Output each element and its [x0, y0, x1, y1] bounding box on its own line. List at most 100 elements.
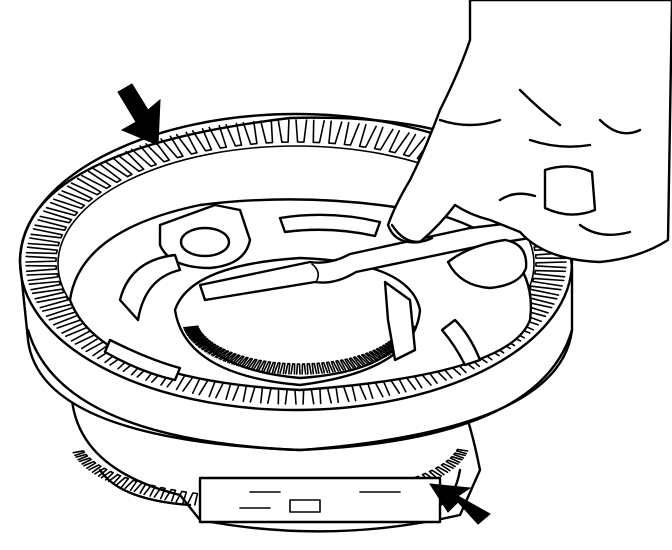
- sun-gear-tooth: [257, 360, 267, 372]
- sun-gear-tooth: [188, 333, 205, 341]
- carrier-lug-left-hole: [179, 226, 231, 258]
- ring-gear-tooth: [104, 156, 133, 178]
- ring-gear-tooth: [53, 193, 86, 209]
- sun-gear-tooth: [348, 357, 360, 369]
- callout-arrow-top: [117, 83, 161, 146]
- ring-gear-tooth: [28, 280, 62, 291]
- sun-gear-tooth: [330, 360, 339, 373]
- sun-gear-tooth: [295, 363, 301, 375]
- ring-gear-tooth: [343, 121, 360, 146]
- ring-gear-tooth: [312, 119, 325, 144]
- sun-gear-tooth: [279, 362, 286, 375]
- lower-gear-tooth: [445, 459, 459, 468]
- sun-gear-tooth: [311, 362, 318, 375]
- lower-gear-tooth: [153, 486, 166, 500]
- ring-gear-tooth: [528, 285, 562, 296]
- carrier-slot-left: [118, 253, 182, 322]
- ring-gear-tooth: [260, 119, 274, 144]
- ring-gear-tooth: [532, 277, 565, 287]
- sun-gear-tooth: [191, 335, 207, 343]
- sun-gear-tooth: [344, 358, 355, 370]
- carrier-window-bottom-left: [103, 338, 182, 382]
- lower-gear-tooth: [186, 492, 199, 506]
- ring-gear-tooth: [295, 119, 308, 143]
- sun-gear-tooth: [268, 361, 276, 374]
- arrow-down-right-icon: [117, 83, 161, 146]
- lower-gear-tooth: [143, 484, 156, 497]
- ring-gear-tooth: [27, 237, 60, 247]
- hand-fingernail: [543, 165, 597, 216]
- sun-gear-tooth: [184, 327, 200, 333]
- sun-gear-tooth: [372, 349, 386, 359]
- ring-gear-tooth: [61, 185, 93, 203]
- sun-gear-tooth: [364, 352, 378, 363]
- ring-gear-tooth: [535, 261, 567, 269]
- sun-gear-tooth: [381, 344, 397, 353]
- lower-gear-tooth: [83, 460, 97, 469]
- sun-gear-tooth: [378, 346, 393, 355]
- lower-gear-tooth: [435, 466, 449, 476]
- sun-gear-tooth: [220, 351, 233, 362]
- lower-gear-tooth: [72, 450, 86, 457]
- ring-gear-tooth: [328, 120, 343, 145]
- callout-arrow-bottom: [429, 483, 491, 525]
- ring-gear-tooth: [373, 126, 394, 151]
- lower-gear-tooth: [115, 476, 130, 488]
- ring-gear-tooth: [130, 145, 157, 168]
- ring-gear-tooth: [25, 255, 57, 263]
- lower-gear-tooth: [88, 464, 102, 473]
- ring-gear-top-rim: [18, 112, 574, 412]
- ring-gear-tooth: [25, 264, 58, 273]
- lower-gear-tooth: [440, 462, 454, 472]
- lower-gear-tooth: [100, 470, 114, 481]
- sun-gear-tooth: [233, 355, 245, 367]
- pry-tool-edge: [311, 263, 320, 283]
- carrier-slot-right: [440, 318, 482, 367]
- sun-gear-tooth: [325, 361, 334, 373]
- sun-gear-tooth: [290, 363, 296, 375]
- lower-hub-detail: [239, 491, 401, 509]
- sun-gear-tooth: [247, 358, 258, 370]
- ring-gear-tooth: [145, 140, 171, 163]
- hand-knuckle-lines: [498, 118, 642, 236]
- lower-gear-tooth: [428, 469, 443, 480]
- lower-gear-tooth: [175, 490, 188, 504]
- sun-gear-tooth: [187, 331, 203, 338]
- sun-gear-tooth: [301, 363, 307, 375]
- carrier-slot-top: [278, 213, 382, 238]
- ring-gear-tooth: [175, 131, 198, 155]
- ring-gear-tooth: [81, 170, 112, 190]
- sun-gear-tooth: [183, 325, 199, 331]
- sun-gear-side-block: [383, 280, 417, 362]
- ring-gear-tooth: [31, 288, 65, 300]
- ring-gear-tooth: [34, 219, 68, 231]
- ring-gear-tooth: [191, 128, 213, 152]
- sun-gear-tooth: [237, 356, 249, 368]
- ring-gear-tooth: [30, 228, 64, 239]
- ring-gear-tooth: [25, 246, 58, 255]
- lower-gear-tooth: [124, 479, 138, 491]
- sun-gear-tooth: [284, 362, 291, 375]
- ring-gear-tooth: [45, 201, 79, 217]
- ring-gear-tooth: [388, 130, 410, 154]
- ring-gear-tooth: [242, 120, 258, 145]
- technician-hand: [386, 0, 672, 290]
- lower-gear-tooth: [78, 457, 92, 465]
- sun-gear-tooth: [216, 350, 230, 360]
- sun-gear-tooth: [361, 353, 374, 364]
- ring-gear-tooth: [402, 133, 426, 157]
- ring-gear-tooth: [117, 150, 145, 173]
- hand-fingertip: [390, 223, 434, 243]
- sun-gear-tooth: [224, 352, 237, 363]
- ring-gear-tooth: [39, 210, 73, 224]
- sun-gear-tooth: [185, 329, 202, 336]
- ring-gear-tooth: [70, 177, 102, 196]
- ring-gear-tooth: [160, 135, 184, 159]
- ring-gear-tooth: [208, 125, 228, 149]
- ring-gear-tooth: [277, 119, 290, 143]
- lower-hub-slot: [289, 499, 321, 513]
- ring-gear-tooth: [358, 124, 377, 148]
- sun-gear-tooth: [273, 362, 281, 374]
- lower-gear-tooth: [107, 473, 122, 485]
